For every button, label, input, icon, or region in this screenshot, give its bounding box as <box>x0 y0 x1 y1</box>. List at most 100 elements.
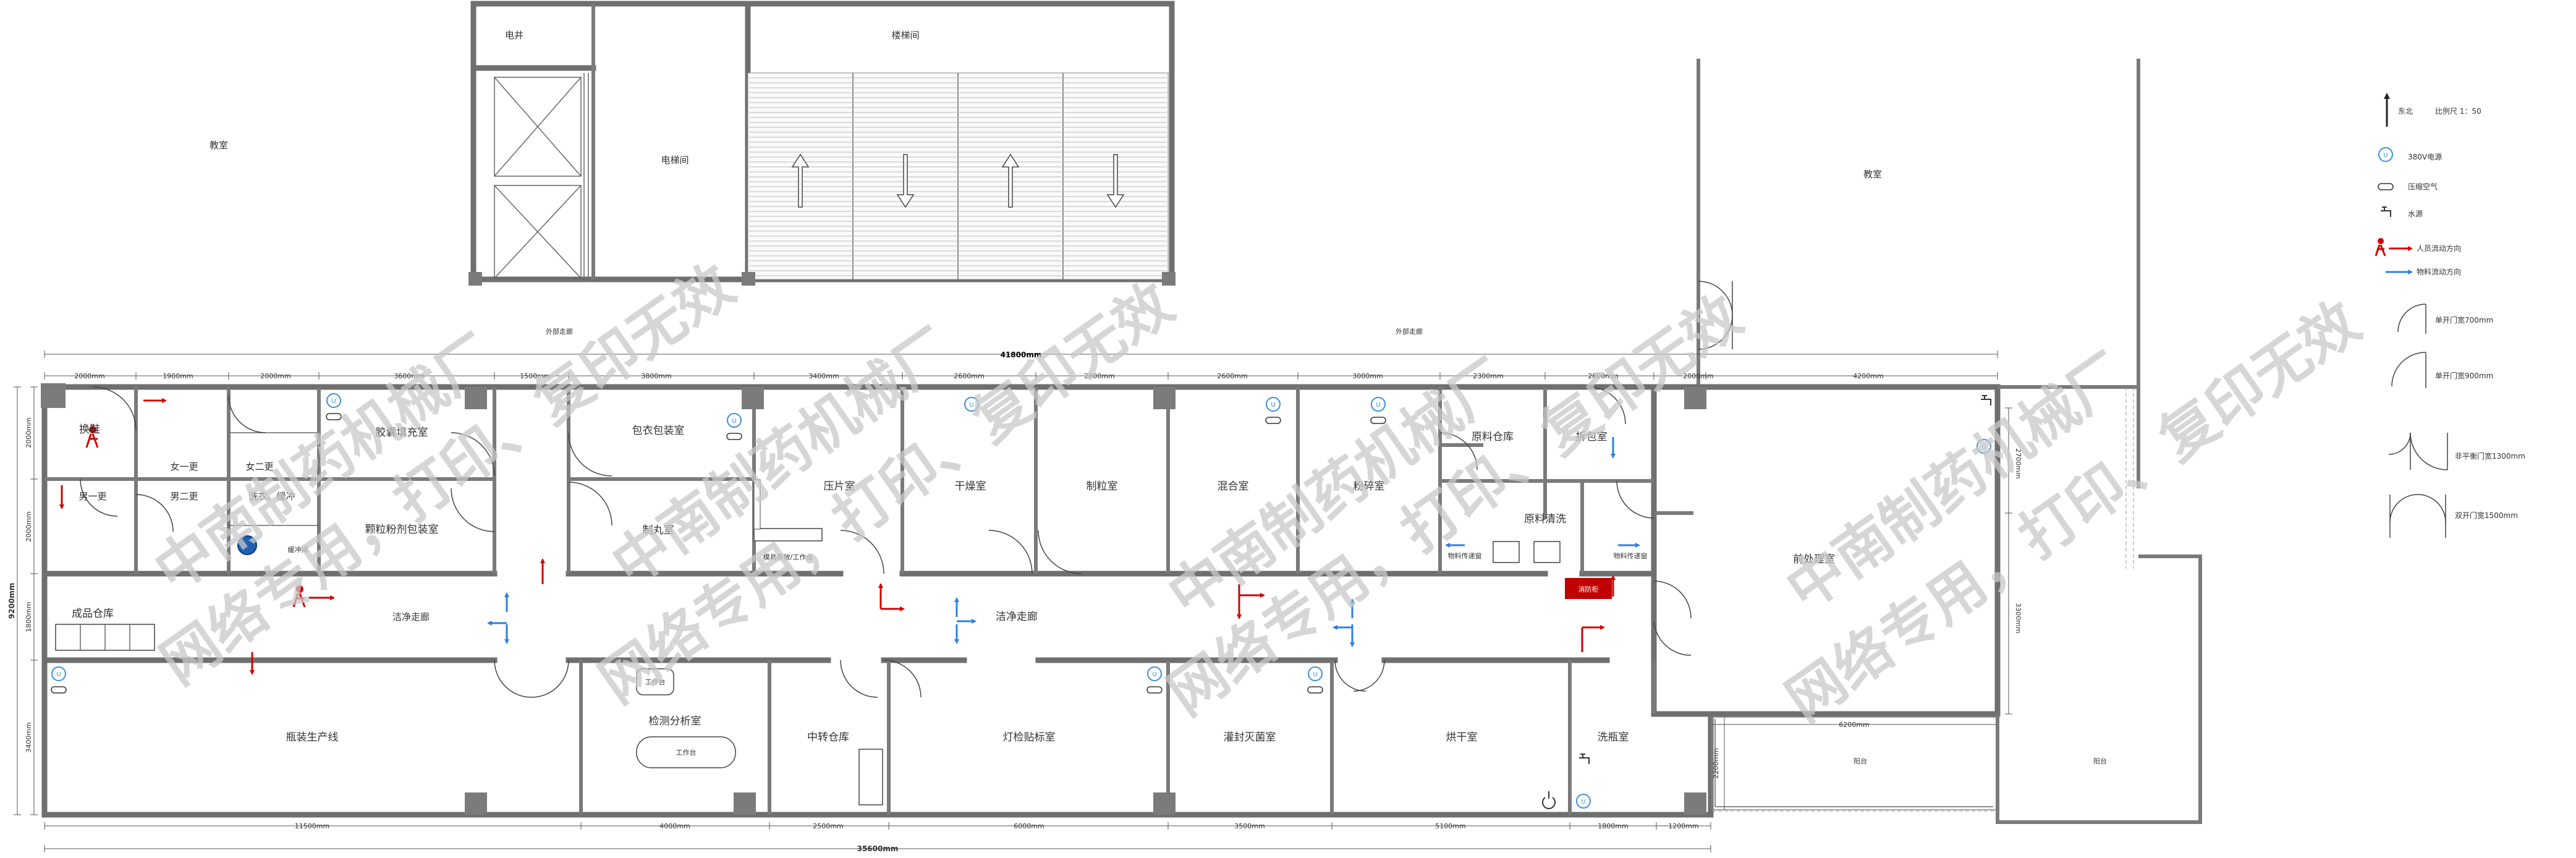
room-first-change: 男一更 <box>78 491 106 502</box>
dim-top-9: 2600mm <box>1217 372 1247 380</box>
room-elevator: 电梯间 <box>661 155 688 166</box>
room-wash-disinfect: 洗衣、缓冲 <box>248 491 295 502</box>
dim-left-2: 1800mm <box>25 601 33 632</box>
dim-bottom-2: 2500mm <box>813 822 843 830</box>
label-external-corridor-right: 外部走廊 <box>1396 327 1423 336</box>
legend-door-1500: 双开门宽1500mm <box>2455 511 2518 520</box>
room-light-inspection: 灯检贴标室 <box>1003 731 1056 744</box>
dim-balcony-height: 2200mm <box>1712 748 1720 778</box>
room-tablet-press: 压片室 <box>824 480 855 493</box>
doors <box>80 386 1692 698</box>
room-changing-shoes: 换鞋 <box>79 423 100 436</box>
dim-top-7: 2600mm <box>954 372 984 380</box>
dim-right-lower: 3300mm <box>2014 603 2022 633</box>
room-right-classroom: 教室 <box>1863 169 1882 180</box>
legend-door-1300: 非平衡门宽1300mm <box>2455 451 2525 461</box>
room-mixing: 混合室 <box>1218 480 1249 493</box>
room-labels: 换鞋 男一更 女一更 男二更 女二更 洗衣、缓冲 缓冲间 胶囊填充室 颗粒粉剂包… <box>72 423 1835 757</box>
dim-bottom-6: 1800mm <box>1598 822 1628 830</box>
dim-top-1: 1900mm <box>163 372 193 380</box>
dim-top-14: 4200mm <box>1853 372 1883 380</box>
dim-top-6: 3400mm <box>808 372 839 380</box>
dim-top-8: 2800mm <box>1084 372 1114 380</box>
label-balcony-left: 阳台 <box>1854 757 1867 765</box>
room-unpacking: 拆包室 <box>1576 431 1608 443</box>
stair-treads <box>747 72 1169 280</box>
dim-top-2: 2000mm <box>260 372 290 380</box>
room-women-first-change: 女一更 <box>170 461 198 472</box>
room-intermediate-warehouse: 中转仓库 <box>807 731 849 744</box>
room-top-left-classroom: 教室 <box>210 140 228 151</box>
room-buffer: 缓冲间 <box>288 545 308 554</box>
flow-arrows <box>59 398 1640 675</box>
upper-building: 电井 电梯间 楼梯间 <box>468 1 1176 286</box>
dim-top-13: 2000mm <box>1683 372 1713 380</box>
label-clean-corridor-left: 洁净走廊 <box>392 611 430 622</box>
dim-bottom-4: 3500mm <box>1234 822 1265 830</box>
room-elevator-shaft: 电井 <box>505 30 523 41</box>
left-dimensions: 2000mm 2000mm 1800mm 3400mm 9200mm <box>7 386 38 815</box>
dim-top-10: 3000mm <box>1352 372 1383 380</box>
dim-top-3: 3600mm <box>394 372 424 380</box>
room-finished-warehouse: 成品仓库 <box>72 608 114 620</box>
room-bottle-washing: 洗瓶室 <box>1598 731 1629 744</box>
right-dimensions: 2700mm 3300mm 6200mm 2200mm <box>1712 407 2022 810</box>
legend-material-flow: 物料流动方向 <box>2417 267 2461 276</box>
legend-water: 水源 <box>2408 210 2423 218</box>
dim-bottom-7: 1200mm <box>1668 822 1698 830</box>
stair-arrows <box>791 153 1125 208</box>
legend-power: 380V电源 <box>2408 153 2442 161</box>
dim-top-12: 2800mm <box>1588 372 1618 380</box>
room-second-change: 男二更 <box>170 491 198 502</box>
room-oven: 烘干室 <box>1446 731 1478 744</box>
dim-balcony-width: 6200mm <box>1839 721 1869 729</box>
legend-north: 东北 <box>2398 107 2413 116</box>
legend-scale: 比例尺 1：50 <box>2435 107 2481 116</box>
dim-bottom-5: 5100mm <box>1435 822 1465 830</box>
room-pill-making: 制丸室 <box>643 524 674 537</box>
room-granule-packing: 颗粒粉剂包装室 <box>365 524 439 536</box>
dim-bottom-3: 6000mm <box>1014 822 1044 830</box>
main-walls <box>41 384 2001 818</box>
room-crushing: 粉碎室 <box>1354 480 1385 493</box>
bottom-dimensions: 11500mm 4000mm 2500mm 6000mm 3500mm 5100… <box>44 822 1711 853</box>
label-workbench-2: 工作台 <box>676 748 697 757</box>
room-material-cleaning: 原料清洗 <box>1524 513 1566 525</box>
dim-bottom-1: 4000mm <box>659 822 690 830</box>
dim-left-total: 9200mm <box>7 583 16 619</box>
room-drying: 干燥室 <box>955 480 986 493</box>
dim-left-3: 3400mm <box>25 722 33 752</box>
top-dimensions: 41800mm 2000mm 1900mm 2000mm 3600mm 1500… <box>44 350 1998 380</box>
room-women-second-change: 女二更 <box>245 461 273 472</box>
room-stairwell: 楼梯间 <box>891 30 919 41</box>
room-mold-cleaning: 模具存放/工作台 <box>763 553 813 561</box>
room-sealing-sterilization: 灌封灭菌室 <box>1224 731 1276 744</box>
label-material-transfer-left: 物料传递窗 <box>1448 551 1482 560</box>
label-clean-corridor-main: 洁净走廊 <box>996 611 1038 623</box>
dim-top-11: 2300mm <box>1473 372 1503 380</box>
dim-top-total: 41800mm <box>1001 350 1042 359</box>
dim-left-1: 2000mm <box>25 511 33 542</box>
dim-top-5: 3800mm <box>641 372 671 380</box>
right-classroom: 教室 <box>1697 59 2140 488</box>
room-pretreatment: 前处理室 <box>1793 553 1835 566</box>
dim-top-4: 1500mm <box>520 372 550 380</box>
room-bottle-line: 瓶装生产线 <box>286 731 339 744</box>
columns <box>41 383 1706 815</box>
legend: 东北 比例尺 1：50 380V电源 压缩空气 水源 人员流动方向 物料流动方向… <box>2375 93 2525 538</box>
legend-door-900: 单开门宽900mm <box>2435 371 2493 380</box>
room-inspection-lab: 检测分析室 <box>649 715 701 728</box>
dim-bottom-total: 35600mm <box>857 844 899 853</box>
label-balcony-right: 阳台 <box>2093 757 2107 765</box>
furniture <box>55 479 1612 809</box>
legend-door-700: 单开门宽700mm <box>2435 315 2493 325</box>
room-raw-material-warehouse: 原料仓库 <box>1472 431 1514 443</box>
label-material-transfer-right: 物料传递窗 <box>1614 551 1648 560</box>
label-workbench-1: 工作台 <box>645 677 666 686</box>
dim-bottom-0: 11500mm <box>295 822 329 830</box>
person-icons <box>85 426 306 608</box>
balconies: 阳台 阳台 <box>1711 385 2202 824</box>
room-capsule-filling: 胶囊填充室 <box>376 427 428 439</box>
dim-left-0: 2000mm <box>25 417 33 448</box>
